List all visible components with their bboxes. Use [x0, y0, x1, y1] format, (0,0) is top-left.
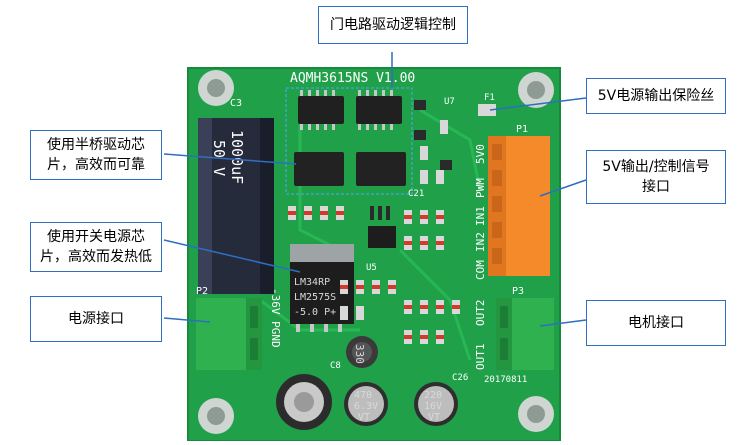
inductor [346, 336, 378, 368]
callout-fuse: 5V电源输出保险丝 [586, 78, 726, 114]
signal-terminal-block [488, 136, 550, 276]
svg-text:COM: COM [474, 260, 487, 280]
smd-components [288, 100, 460, 344]
half-bridge-driver-chip [294, 152, 406, 186]
motor-terminal-block [496, 298, 554, 370]
designator-p3: P3 [512, 286, 524, 297]
fuse [478, 104, 496, 116]
designator-c26: C26 [452, 373, 468, 383]
mounting-hole-icon [518, 396, 554, 432]
regulator-marking-1: LM34RP [294, 277, 330, 288]
callout-power-port: 电源接口 [30, 296, 162, 342]
designator-p2: P2 [196, 286, 208, 297]
designator-p1: P1 [516, 124, 528, 135]
cap-470-brand: VT [358, 412, 370, 423]
bulk-capacitor-rating: 1000uF [228, 130, 246, 184]
svg-text:IN1: IN1 [474, 206, 487, 226]
svg-text:IN2: IN2 [474, 232, 487, 252]
capacitor-220uf [414, 382, 458, 426]
designator-f1: F1 [484, 93, 495, 103]
mounting-hole-icon [198, 70, 234, 106]
bottom-capacitor [276, 374, 332, 430]
callout-motor-port: 电机接口 [586, 300, 726, 346]
cap-220-brand: VT [428, 412, 440, 423]
mounting-hole-icon [198, 398, 234, 434]
designator-c21: C21 [408, 189, 424, 199]
callout-leader-lines [163, 52, 587, 327]
cap-220-voltage: 16V [424, 401, 442, 412]
callout-half-bridge: 使用半桥驱动芯 片，高效而可靠 [30, 130, 162, 180]
mounting-hole-icon [518, 72, 554, 108]
regulator-marking-3: -5.0 P+ [294, 307, 336, 318]
designator-c8: C8 [330, 361, 341, 371]
cap-220-value: 220 [424, 390, 442, 401]
designator-c3: C3 [230, 98, 242, 109]
out2-label: OUT2 [474, 300, 487, 327]
inductor-marking: 330 [353, 344, 366, 364]
header-pin-labels: 5V0 PWM IN1 IN2 COM [474, 144, 487, 280]
power-input-label: -36V PGND [269, 288, 282, 348]
small-ic [368, 226, 396, 248]
board-model-label: AQMH3615NS V1.00 [290, 71, 415, 86]
designator-u5: U5 [366, 263, 377, 273]
svg-text:5V0: 5V0 [474, 144, 487, 164]
cap-470-voltage: 6.3V [354, 401, 378, 412]
power-terminal-block [196, 298, 262, 370]
out1-label: OUT1 [474, 344, 487, 371]
callout-io-port: 5V输出/控制信号 接口 [586, 150, 726, 204]
callout-switching-regulator: 使用开关电源芯 片，高效而发热低 [30, 222, 162, 272]
designator-u7: U7 [444, 97, 455, 107]
callout-gate-driver: 门电路驱动逻辑控制 [318, 6, 468, 44]
capacitor-470uf [344, 382, 388, 426]
svg-text:PWM: PWM [474, 178, 487, 198]
regulator-marking-2: LM2575S [294, 292, 336, 303]
date-code: 20170811 [484, 375, 527, 385]
logic-chip [298, 96, 402, 124]
cap-470-value: 470 [354, 390, 372, 401]
